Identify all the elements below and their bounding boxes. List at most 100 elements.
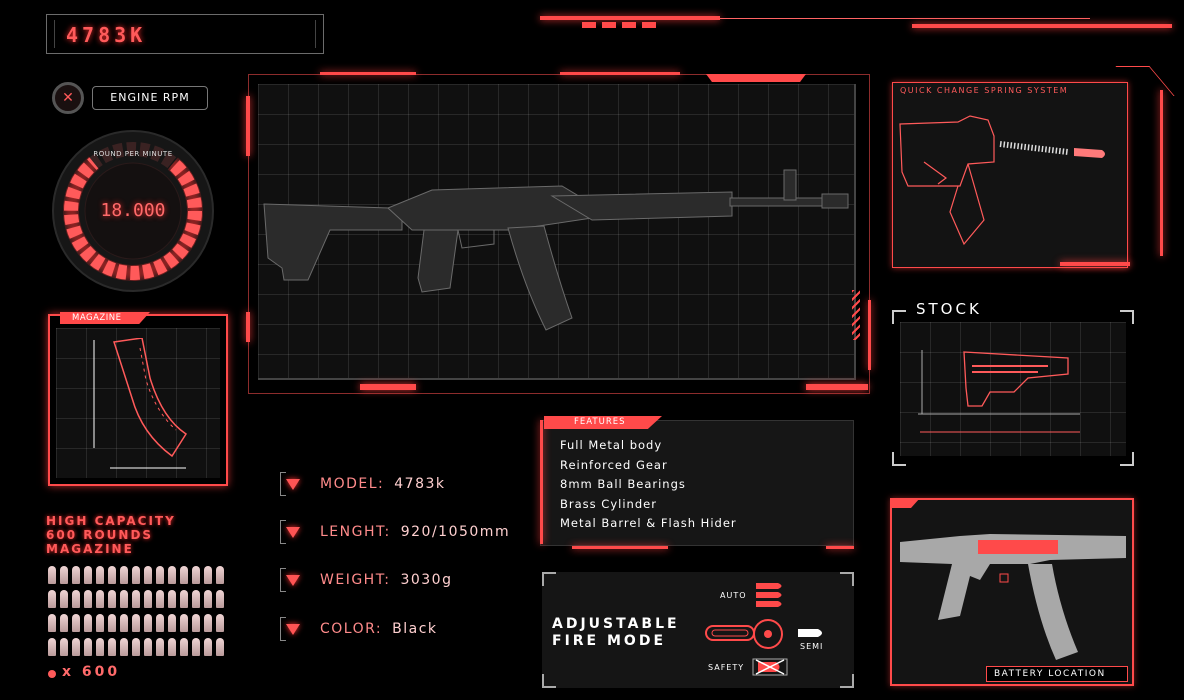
rpm-sublabel: ROUND PER MINUTE (93, 150, 173, 158)
bullet-icon (132, 614, 140, 632)
bullet-icon (120, 638, 128, 656)
bullet-icon (48, 590, 56, 608)
safety-label[interactable]: SAFETY (708, 663, 745, 672)
fire-mode-bracket-tr (840, 572, 854, 586)
spec-bracket (280, 520, 286, 544)
bullet-icon (120, 614, 128, 632)
stock-grid (900, 322, 1126, 456)
engine-rpm-label: ENGINE RPM (110, 91, 190, 104)
bullet-icon (204, 638, 212, 656)
bullet-icon (96, 638, 104, 656)
magazine-tab (60, 312, 150, 324)
spring-panel (892, 82, 1128, 268)
magazine-caption-line-3: MAGAZINE (46, 542, 134, 556)
rounds-dot-icon (48, 670, 56, 678)
triangle-icon (286, 574, 300, 586)
bullet-icon (144, 590, 152, 608)
fire-mode-title: ADJUSTABLE FIRE MODE (552, 616, 680, 650)
spec-row: LENGHT:920/1050mm (280, 520, 510, 544)
spec-bracket (280, 568, 286, 592)
semi-bullet-icon (798, 629, 822, 637)
spec-value: 3030g (400, 572, 453, 588)
safety-off-icon (752, 658, 788, 676)
code-frame-inner (54, 20, 316, 48)
semi-label[interactable]: SEMI (800, 642, 824, 651)
bullet-grid (48, 566, 234, 656)
bullet-icon (60, 614, 68, 632)
fire-mode-title-line-2: FIRE MODE (552, 633, 667, 649)
battery-label-tab (986, 666, 1128, 682)
auto-label[interactable]: AUTO (720, 591, 747, 600)
weapon-panel-bar-right (868, 300, 871, 370)
bullet-icon (132, 638, 140, 656)
bullet-icon (120, 566, 128, 584)
top-deco-dashes (582, 22, 662, 28)
bullet-icon (120, 590, 128, 608)
weapon-panel-bar-top (320, 72, 416, 75)
top-deco-bar-right (912, 24, 1172, 28)
feature-item: 8mm Ball Bearings (560, 477, 686, 491)
bullet-icon (204, 590, 212, 608)
bullet-icon (156, 566, 164, 584)
bullet-icon (204, 614, 212, 632)
rpm-gauge (52, 130, 214, 292)
bullet-icon (180, 638, 188, 656)
bullet-icon (72, 566, 80, 584)
weapon-panel-bar-left (246, 96, 250, 156)
bullet-icon (216, 614, 224, 632)
spec-row: WEIGHT:3030g (280, 568, 452, 592)
battery-frame-tab (890, 498, 920, 508)
spec-value: 920/1050mm (400, 524, 511, 540)
battery-label: BATTERY LOCATION (994, 669, 1106, 679)
bullet-icon (48, 638, 56, 656)
features-tab (544, 416, 662, 429)
bullet-icon (72, 638, 80, 656)
bullet-icon (168, 638, 176, 656)
magazine-caption: HIGH CAPACITY 600 ROUNDS MAGAZINE (46, 514, 176, 556)
rifle-silhouette (263, 169, 849, 331)
bullet-icon (216, 566, 224, 584)
bullet-icon (84, 590, 92, 608)
weapon-grid (258, 84, 856, 380)
stock-bracket-tr (1120, 310, 1134, 324)
magazine-icon (93, 338, 188, 469)
bullet-icon (168, 614, 176, 632)
bullet-icon (108, 614, 116, 632)
bullet-icon (84, 614, 92, 632)
spring-diagram (899, 115, 1105, 246)
bullet-icon (60, 566, 68, 584)
magazine-caption-line-2: 600 ROUNDS (46, 528, 154, 542)
fire-selector-icon[interactable] (704, 618, 800, 652)
bullet-icon (216, 590, 224, 608)
triangle-icon (286, 478, 300, 490)
fire-mode-bracket-tl (542, 572, 556, 586)
top-deco-line (720, 18, 1090, 19)
spec-row: MODEL:4783k (280, 472, 446, 496)
bullet-icon (192, 566, 200, 584)
features-frame-bottom2 (826, 546, 854, 549)
bullet-icon (144, 614, 152, 632)
header-code: 4783K (66, 23, 147, 47)
bullet-icon (204, 566, 212, 584)
stock-bracket-br (1120, 452, 1134, 466)
bullet-icon (156, 590, 164, 608)
bullet-icon (132, 566, 140, 584)
weapon-panel-bar-bottom2 (806, 384, 868, 390)
bullet-icon (156, 614, 164, 632)
bullet-icon (96, 614, 104, 632)
battery-panel (890, 498, 1134, 686)
weapon-panel-outer (248, 74, 870, 394)
stock-bracket-bl (892, 452, 906, 466)
battery-rifle-diagram (900, 534, 1126, 660)
bullet-icon (108, 566, 116, 584)
bullet-icon (156, 638, 164, 656)
code-frame (46, 14, 324, 54)
feature-item: Reinforced Gear (560, 457, 668, 472)
auto-bullets-icon (756, 583, 782, 607)
fire-mode-title-line-1: ADJUSTABLE (552, 616, 680, 632)
spring-frame-bottom (1060, 262, 1130, 266)
weapon-panel-bar-top2 (560, 72, 680, 75)
bullet-icon (108, 590, 116, 608)
features-frame-bottom (572, 546, 668, 549)
magazine-grid (56, 328, 220, 478)
